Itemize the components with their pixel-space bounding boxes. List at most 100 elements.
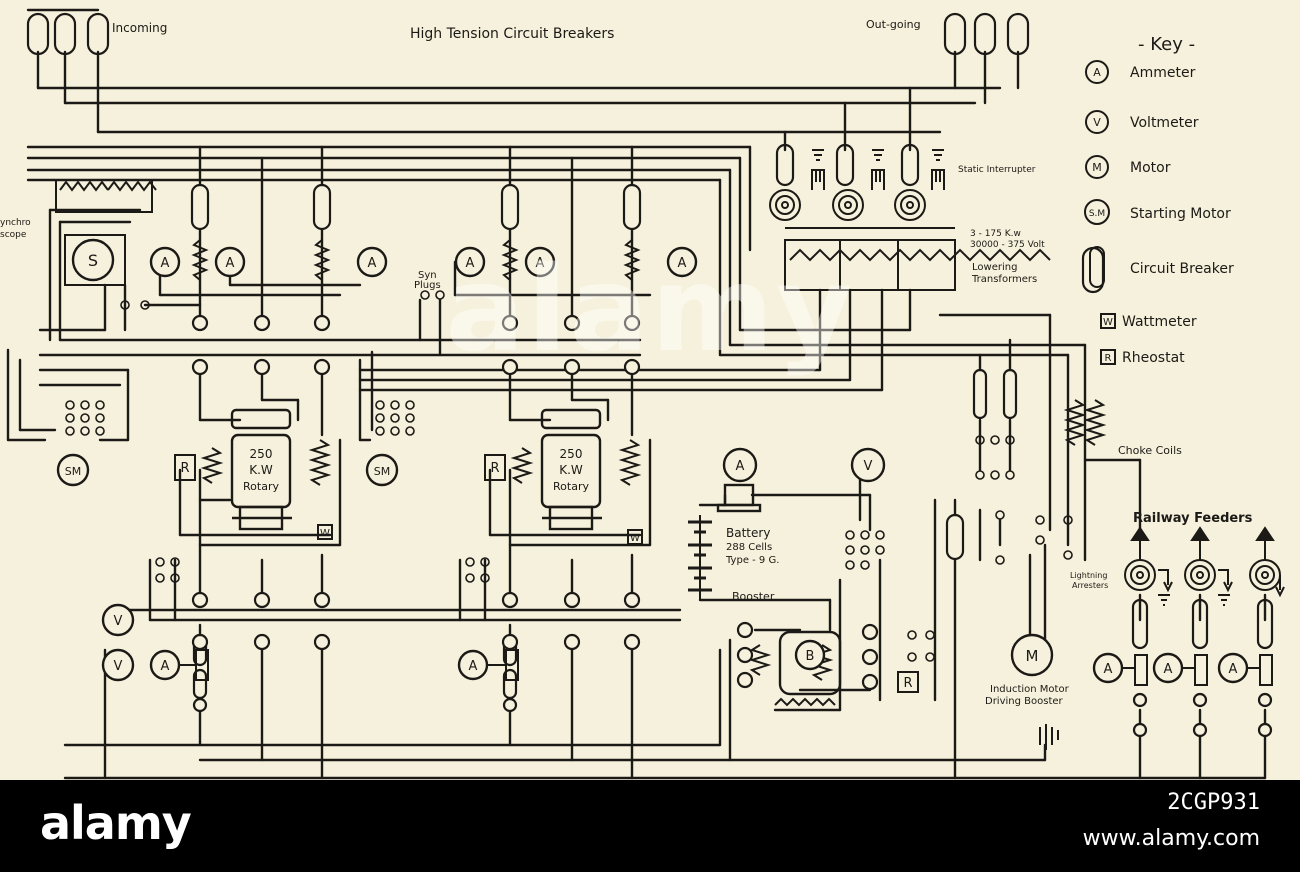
circuit-breaker-icon xyxy=(500,183,520,231)
rheostat-symbol: R xyxy=(490,461,499,476)
feeder-arrows xyxy=(1039,526,1285,750)
rotary-label-kw: 250 xyxy=(250,447,273,461)
motor-icon xyxy=(1085,155,1109,179)
diagram-title: High Tension Circuit Breakers xyxy=(410,26,614,42)
ammeter-symbol: A xyxy=(161,256,170,271)
key-symbol-a: A xyxy=(1093,66,1101,79)
induction-motor-label-2: Driving Booster xyxy=(985,696,1064,707)
rotary-label-unit: K.W xyxy=(559,463,583,477)
outgoing-label: Out-going xyxy=(866,18,921,31)
rotary-label-name: Rotary xyxy=(243,480,279,493)
voltmeter-symbol: V xyxy=(114,614,123,629)
rotary-converters xyxy=(230,408,842,696)
lowering-transformers-label-1: Lowering xyxy=(972,262,1017,273)
lightning-arresters-label-2: Arresters xyxy=(1072,581,1108,590)
footer-logo: alamy xyxy=(40,796,192,850)
ground-icon xyxy=(1158,594,1170,606)
rheostat-symbol: R xyxy=(903,676,912,691)
key-symbol-sm: S.M xyxy=(1089,209,1105,219)
circuit-breaker-icon xyxy=(312,183,332,231)
wattmeter-icon xyxy=(1100,313,1116,329)
ground-icon xyxy=(1218,594,1230,606)
starting-motor-symbol: SM xyxy=(65,465,81,478)
circuit-breaker-icon xyxy=(622,183,642,231)
rheostat-icon xyxy=(1100,349,1116,365)
key-symbol-m: M xyxy=(1092,161,1102,174)
circuit-breaker-icon xyxy=(1002,368,1018,420)
battery-label: Battery xyxy=(726,526,770,540)
key-label-motor: Motor xyxy=(1130,160,1171,176)
diagram-labels: High Tension Circuit Breakers Incoming O… xyxy=(0,18,1253,707)
switch-contacts xyxy=(65,290,1073,662)
circuit-breaker-icon xyxy=(835,143,855,187)
key-label-starting-motor: Starting Motor xyxy=(1130,206,1231,222)
arrow-up-icon xyxy=(1130,526,1150,560)
static-interrupter-label: Static Interrupter xyxy=(958,165,1036,175)
choke-coils-label: Choke Coils xyxy=(1118,444,1182,457)
key-label-circuit-breaker: Circuit Breaker xyxy=(1130,261,1234,277)
ammeter-symbol: A xyxy=(466,256,475,271)
circuit-breaker-icon xyxy=(1089,246,1105,288)
motor-symbol: M xyxy=(1026,647,1039,665)
key-label-wattmeter: Wattmeter xyxy=(1122,314,1197,330)
incoming-label: Incoming xyxy=(112,21,167,35)
image-id: 2CGP931 xyxy=(1167,790,1260,815)
rotary-label-name: Rotary xyxy=(553,480,589,493)
circuit-breaker-icon xyxy=(943,12,967,56)
series-coils xyxy=(191,239,1107,707)
rotary-label-kw: 250 xyxy=(560,447,583,461)
key-label-voltmeter: Voltmeter xyxy=(1130,115,1199,131)
wattmeter-symbol: W xyxy=(630,533,640,544)
railway-feeders-label: Railway Feeders xyxy=(1133,511,1253,526)
meter-brackets xyxy=(174,454,1273,693)
rheostat-symbol: R xyxy=(180,461,189,476)
terminals xyxy=(191,314,1273,738)
ammeter-symbol: A xyxy=(368,256,377,271)
ammeter-symbol: A xyxy=(1229,662,1238,677)
arrow-down-icon xyxy=(1275,575,1285,598)
voltmeter-symbol: V xyxy=(114,659,123,674)
circuit-breaker-icon xyxy=(1191,598,1209,650)
footer-bar: alamy 2CGP931 www.alamy.com xyxy=(0,780,1300,872)
arrow-up-icon xyxy=(1190,526,1210,560)
battery-type-label: Type - 9 G. xyxy=(725,555,779,566)
wiring-diagram: S A A A A A A SM SM V V A A A V B M A A … xyxy=(0,8,1285,780)
ammeter-symbol: A xyxy=(1104,662,1113,677)
lightning-arresters-label-1: Lightning xyxy=(1070,571,1107,580)
synchroscope-label-2: scope xyxy=(0,230,27,240)
ammeter-icon xyxy=(1085,60,1109,84)
synchroscope-panel xyxy=(64,234,126,286)
arrow-down-icon xyxy=(1158,569,1173,593)
booster-symbol: B xyxy=(806,649,815,664)
circuit-breaker-icon xyxy=(775,143,795,187)
lowering-transformers xyxy=(784,227,1051,291)
key-symbol-v: V xyxy=(1093,116,1101,129)
key-label-ammeter: Ammeter xyxy=(1130,65,1196,81)
ground-icon xyxy=(1039,724,1059,750)
induction-motor-label-1: Induction Motor xyxy=(990,684,1070,695)
circuit-breaker-icon xyxy=(1131,598,1149,650)
key-label-rheostat: Rheostat xyxy=(1122,350,1185,366)
key-symbol-r: R xyxy=(1105,353,1112,364)
synchroscope-label-1: ynchro xyxy=(0,218,31,228)
key-legend: - Key - A V M S.M W R Ammeter Voltmeter … xyxy=(1084,34,1234,366)
circuit-breaker-icon xyxy=(86,12,110,56)
lowering-transformers-label-2: Transformers xyxy=(971,274,1037,285)
battery xyxy=(688,515,712,600)
incoming-breakers xyxy=(26,12,1274,700)
potential-transformers xyxy=(55,179,157,286)
ammeter-symbol: A xyxy=(678,256,687,271)
arrow-down-icon xyxy=(1218,569,1233,593)
wattmeter-symbol: W xyxy=(320,528,330,539)
key-title: - Key - xyxy=(1138,34,1195,55)
ammeter-symbol: A xyxy=(226,256,235,271)
voltmeter-icon xyxy=(1085,110,1109,134)
arrow-up-icon xyxy=(1255,526,1275,560)
synchroscope-symbol: S xyxy=(88,251,98,270)
circuit-breaker-icon xyxy=(1256,598,1274,650)
ammeter-symbol: A xyxy=(536,256,545,271)
booster-label: Booster xyxy=(732,590,775,603)
circuit-breaker-icon xyxy=(945,513,965,561)
circuit-breaker-icon xyxy=(26,12,50,56)
